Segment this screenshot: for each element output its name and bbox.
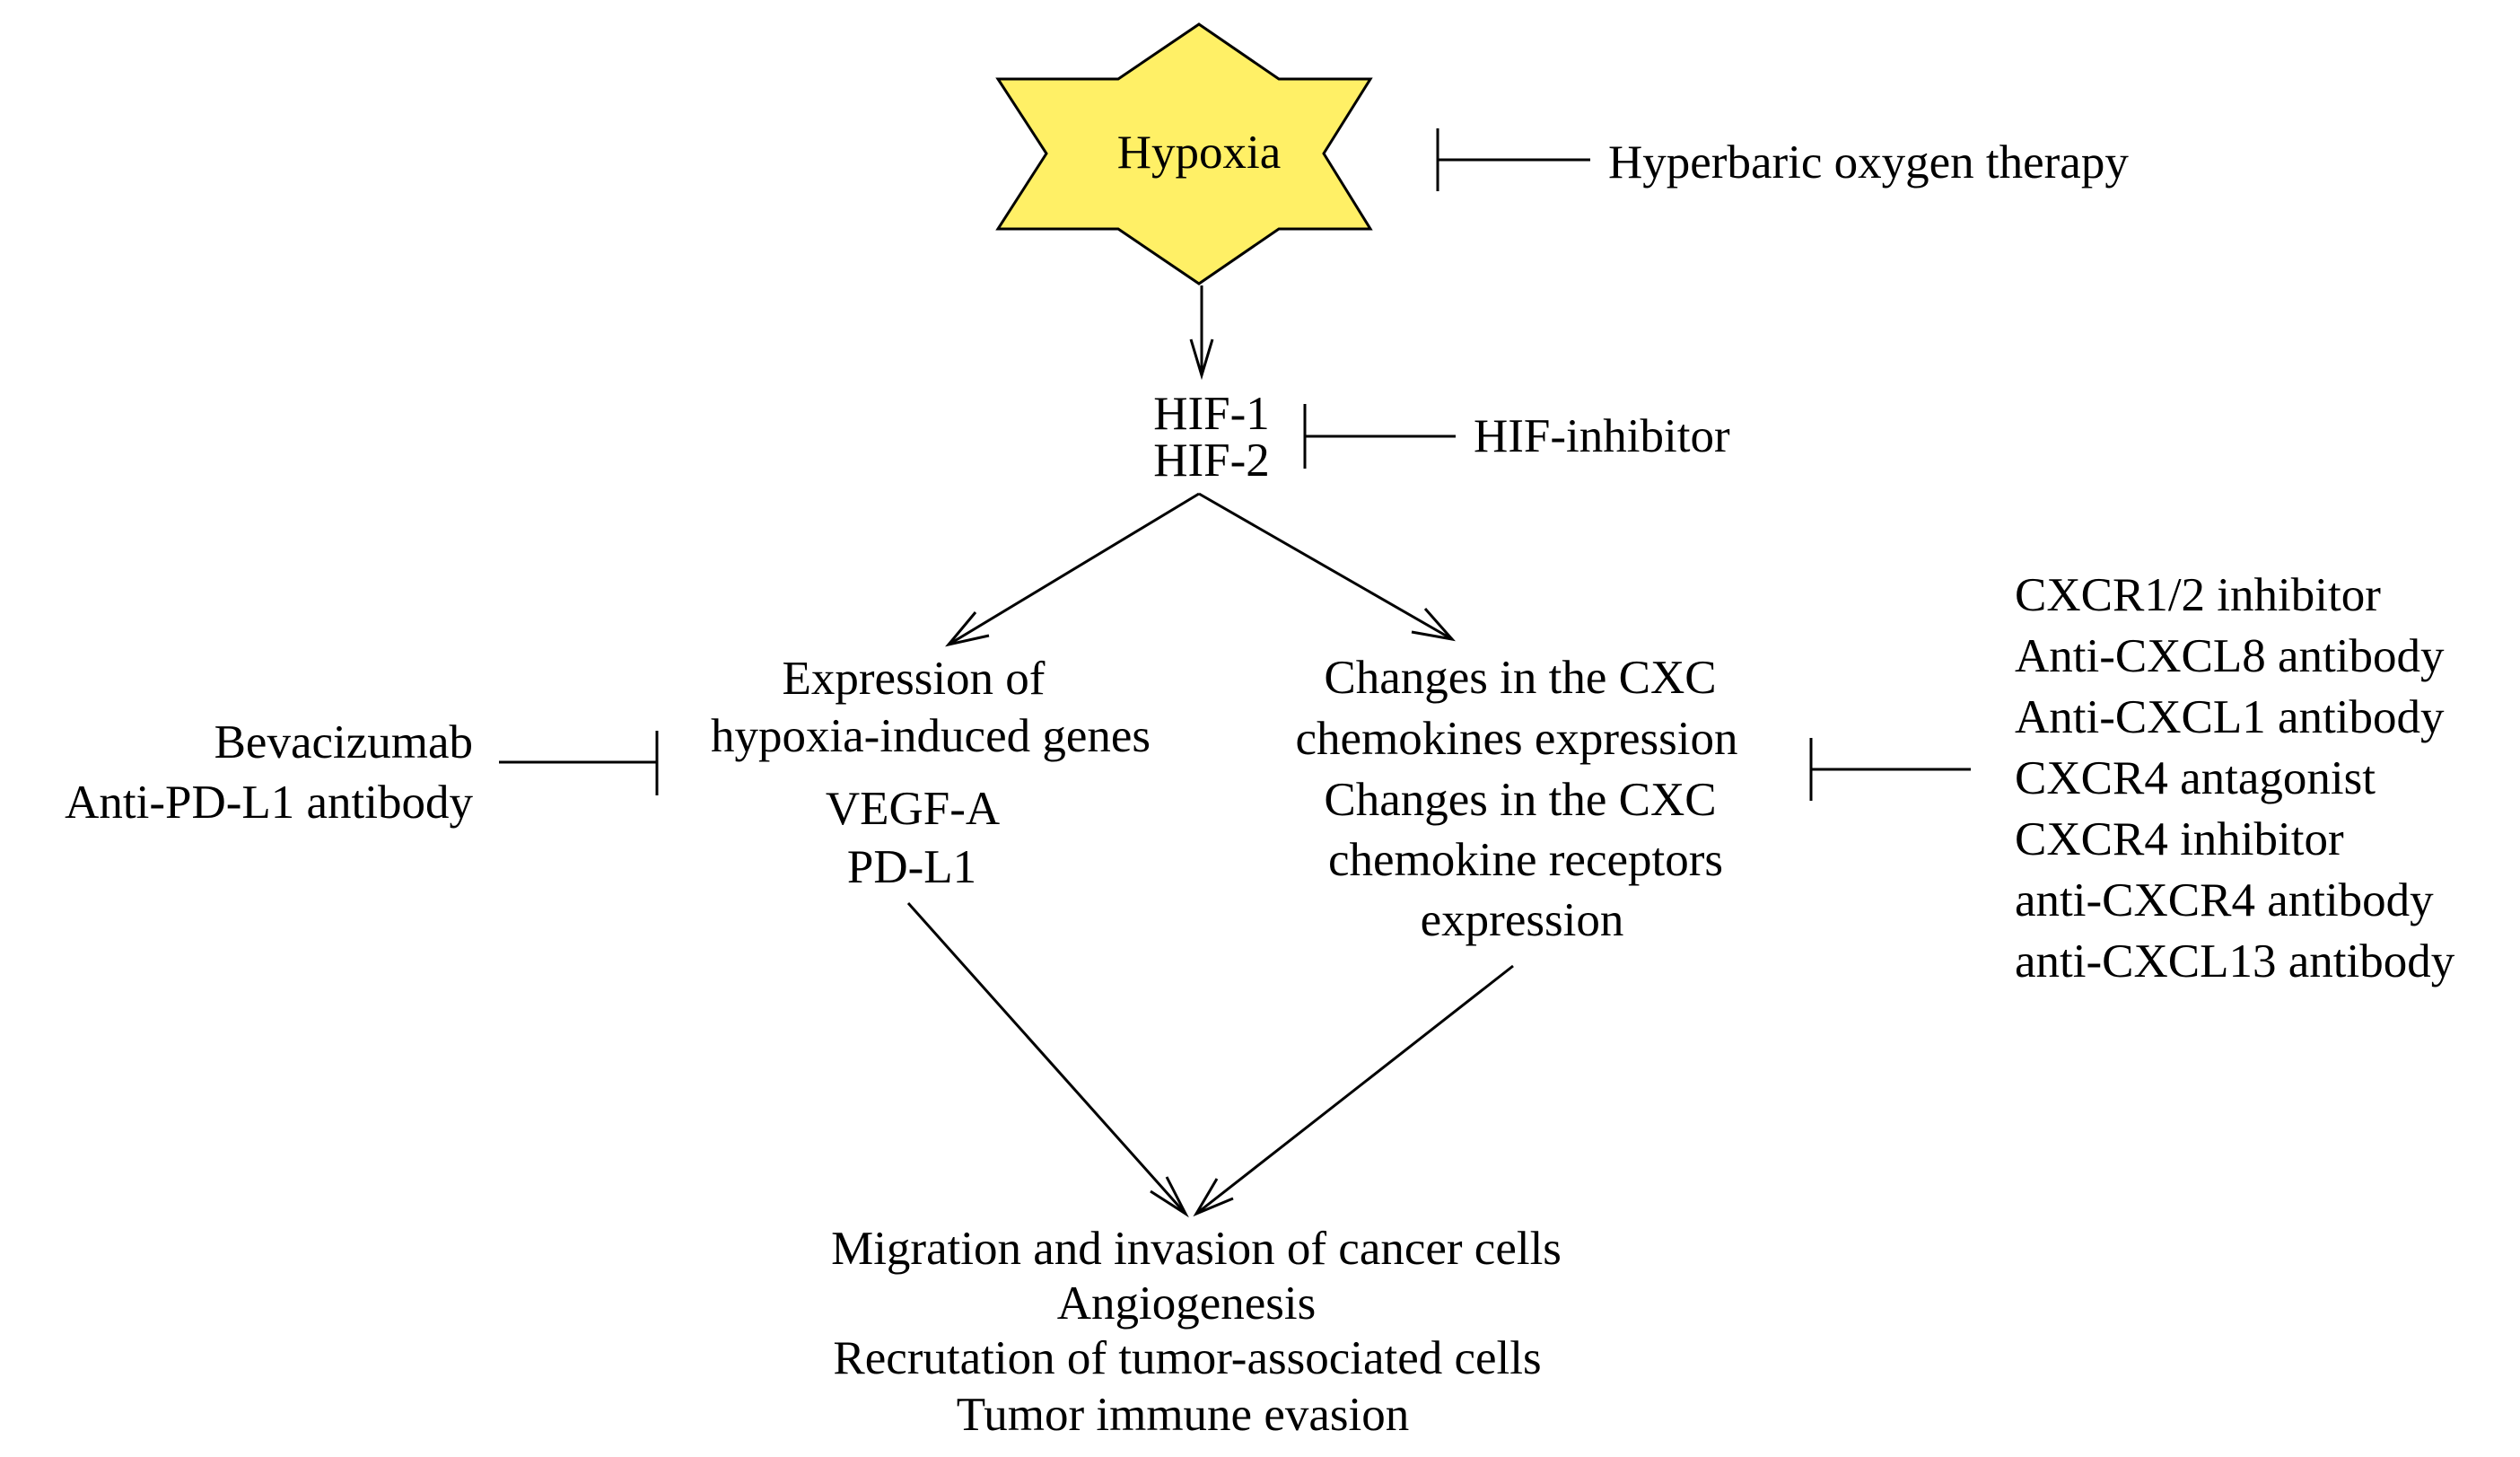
gene-pd-l1: PD-L1	[847, 841, 976, 893]
cxc-line-4: chemokine receptors	[1328, 834, 1723, 886]
right-inhibitor-7: anti-CXCL13 antibody	[2015, 935, 2455, 987]
hypoxia-label: Hypoxia	[1117, 127, 1282, 179]
arrow-hif-to-expression-head	[945, 611, 990, 647]
cxc-line-1: Changes in the CXC	[1324, 652, 1716, 704]
cxc-line-5: expression	[1421, 894, 1624, 946]
cxc-line-2: chemokines expression	[1295, 713, 1737, 765]
cxc-line-3: Changes in the CXC	[1324, 774, 1716, 826]
right-inhibitor-3: Anti-CXCL1 antibody	[2015, 691, 2445, 743]
arrow-hif-to-expression	[948, 492, 1200, 646]
arrow-hypoxia-to-hif-head	[1189, 338, 1214, 381]
outcome-angiogenesis: Angiogenesis	[1057, 1277, 1317, 1330]
arrow-genes-to-outcomes-head	[1150, 1176, 1189, 1218]
arrow-hif-to-cxc	[1198, 492, 1453, 641]
right-inhibitor-1: CXCR1/2 inhibitor	[2015, 569, 2381, 621]
right-inhibitor-2: Anti-CXCL8 antibody	[2015, 630, 2445, 682]
arrow-cxc-to-outcomes	[1195, 964, 1514, 1216]
right-inhibitor-6: anti-CXCR4 antibody	[2015, 874, 2434, 926]
right-inhibitor-5: CXCR4 inhibitor	[2015, 813, 2344, 865]
expression-line-2: hypoxia-induced genes	[711, 710, 1151, 762]
hif-1-label: HIF-1	[1153, 388, 1270, 440]
arrow-cxc-to-outcomes-head	[1193, 1178, 1234, 1217]
gene-vegf-a: VEGF-A	[826, 783, 1000, 835]
hyperbaric-label: Hyperbaric oxygen therapy	[1608, 136, 2129, 189]
left-inhibitor-anti-pd-l1: Anti-PD-L1 antibody	[65, 777, 473, 829]
hif-2-label: HIF-2	[1153, 434, 1270, 487]
right-inhibitor-4: CXCR4 antagonist	[2015, 752, 2376, 804]
arrow-genes-to-outcomes	[906, 902, 1187, 1215]
expression-line-1: Expression of	[783, 653, 1046, 705]
hypoxia-star-shape	[995, 22, 1373, 285]
hif-inhibitor-label: HIF-inhibitor	[1474, 410, 1730, 462]
outcome-immune-evasion: Tumor immune evasion	[957, 1389, 1409, 1441]
outcome-migration-invasion: Migration and invasion of cancer cells	[831, 1223, 1562, 1275]
outcome-recrutation: Recrutation of tumor-associated cells	[833, 1332, 1541, 1384]
left-inhibitor-bevacizumab: Bevacizumab	[214, 716, 473, 768]
arrow-hif-to-cxc-head	[1411, 608, 1456, 642]
